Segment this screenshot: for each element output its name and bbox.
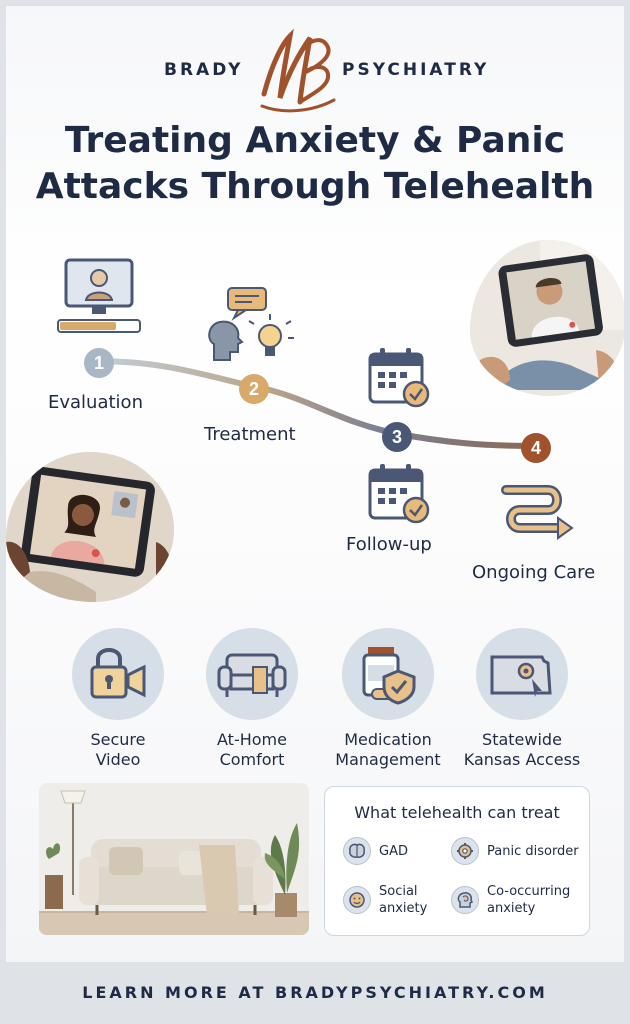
step-badge-3: 3 xyxy=(382,422,412,452)
title-line-2: Attacks Through Telehealth xyxy=(35,166,595,207)
head-lightbulb-icon xyxy=(208,287,294,361)
journey-path xyxy=(91,358,537,449)
condition-item: Social anxiety xyxy=(343,883,427,917)
feature-at-home-comfort: At-Home Comfort xyxy=(182,628,322,770)
conditions-panel: What telehealth can treat GAD Panic diso… xyxy=(324,786,590,936)
conditions-title: What telehealth can treat xyxy=(354,803,560,822)
condition-item: Co-occurring anxiety xyxy=(451,883,570,917)
head-face-icon xyxy=(343,886,371,914)
feature-label-line1: Medication xyxy=(344,730,432,749)
calendar-check-icon xyxy=(368,464,430,524)
feature-label-line2: Video xyxy=(95,750,141,769)
condition-label-line2: anxiety xyxy=(487,901,536,916)
step-label-ongoing-care: Ongoing Care xyxy=(472,562,596,583)
condition-label: GAD xyxy=(379,843,408,859)
feature-secure-video: Secure Video xyxy=(48,628,188,770)
brand-name-right: PSYCHIATRY xyxy=(342,60,490,80)
feature-medication-management: Medication Management xyxy=(318,628,458,770)
condition-label: Co-occurring xyxy=(487,884,571,899)
title-line-1: Treating Anxiety & Panic xyxy=(64,120,566,161)
feature-label-line1: At-Home xyxy=(217,730,287,749)
footer-cta[interactable]: LEARN MORE AT BRADYPSYCHIATRY.COM xyxy=(0,962,630,1024)
condition-item: GAD xyxy=(343,837,408,865)
medicine-bottle-shield-icon xyxy=(342,628,434,720)
monitor-user-icon xyxy=(57,258,141,333)
woman-video-call-photo xyxy=(6,452,174,602)
page-title: Treating Anxiety & Panic Attacks Through… xyxy=(6,118,624,210)
infographic: BRADY PSYCHIATRY Treating Anxiety & Pani… xyxy=(6,6,624,962)
website-link[interactable]: LEARN MORE AT BRADYPSYCHIATRY.COM xyxy=(82,983,548,1002)
brand-header: BRADY PSYCHIATRY xyxy=(6,24,624,114)
feature-label-line2: Comfort xyxy=(219,750,285,769)
step-badge-1: 1 xyxy=(84,348,114,378)
brand-logo-icon xyxy=(260,28,336,113)
step-label-treatment: Treatment xyxy=(204,424,296,445)
feature-label-line1: Statewide xyxy=(482,730,562,749)
step-badge-4: 4 xyxy=(521,433,551,463)
padlock-video-icon xyxy=(72,628,164,720)
feature-label-line1: Secure xyxy=(90,730,146,749)
winding-arrow-icon xyxy=(501,485,574,540)
step-label-evaluation: Evaluation xyxy=(48,392,143,413)
head-brain-icon xyxy=(451,886,479,914)
condition-item: Panic disorder xyxy=(451,837,579,865)
feature-label-line2: Management xyxy=(335,750,441,769)
living-room-photo xyxy=(39,783,309,935)
calendar-check-icon xyxy=(368,348,430,408)
feature-label-line2: Kansas Access xyxy=(463,750,581,769)
kansas-map-pin-icon xyxy=(476,628,568,720)
condition-label: Social xyxy=(379,884,418,899)
care-journey: 1 Evaluation 2 Treatment 3 xyxy=(6,236,624,616)
gear-head-icon xyxy=(451,837,479,865)
condition-label-line2: anxiety xyxy=(379,901,428,916)
sofa-icon xyxy=(206,628,298,720)
brain-icon xyxy=(343,837,371,865)
step-badge-2: 2 xyxy=(239,374,269,404)
feature-statewide-kansas: Statewide Kansas Access xyxy=(452,628,592,770)
brand-name-left: BRADY xyxy=(164,60,244,80)
condition-label: Panic disorder xyxy=(487,843,579,859)
feature-row: Secure Video At-Home Comfort xyxy=(6,622,624,769)
step-label-follow-up: Follow-up xyxy=(346,534,432,555)
